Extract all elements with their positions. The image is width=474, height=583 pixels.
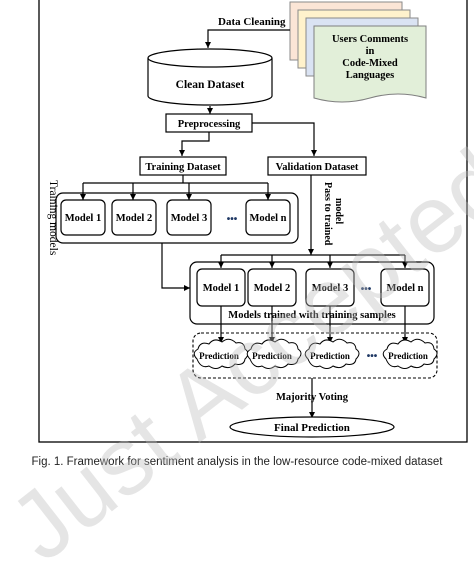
clean-dataset-label: Clean Dataset: [176, 79, 245, 91]
train-ellipsis: •••: [227, 214, 238, 225]
outer-frame: [38, 0, 468, 443]
train-model-n-box: [245, 199, 291, 236]
figure-caption: Fig. 1. Framework for sentiment analysis…: [31, 456, 443, 468]
prediction-2-label: Prediction: [252, 351, 292, 361]
prediction-ellipsis: •••: [367, 351, 378, 362]
validation-dataset-label: Validation Dataset: [276, 162, 359, 173]
prediction-3-label: Prediction: [310, 351, 350, 361]
train-model-n-label: Model n: [249, 213, 286, 224]
users-comments-line-3: Code-Mixed: [342, 58, 398, 69]
preprocessing-to-training-arrow: [179, 132, 210, 156]
trained-ellipsis: •••: [361, 284, 372, 295]
final-prediction-ellipse: [229, 416, 395, 438]
trained-model-2-label: Model 2: [254, 283, 290, 294]
users-comments-note: [313, 25, 427, 103]
trained-models-group: [189, 261, 435, 325]
prediction-clouds: [193, 338, 438, 369]
training-distribution-bracket: [80, 175, 271, 200]
training-dataset-label: Training Dataset: [145, 162, 221, 173]
users-comments-line-1: Users Comments: [332, 34, 408, 45]
pass-to-trained-line-2: model: [333, 198, 344, 224]
framework-diagram: Users Comments in Code-Mixed Languages D…: [38, 0, 468, 443]
pass-to-trained-line-1: Pass to trained: [322, 182, 333, 246]
prediction-1-label: Prediction: [199, 351, 239, 361]
train-model-3-box: [166, 199, 212, 236]
training-models-label: Training models: [47, 180, 59, 256]
trained-model-3-label: Model 3: [312, 283, 348, 294]
train-model-3-label: Model 3: [171, 213, 207, 224]
final-prediction-label: Final Prediction: [274, 422, 350, 434]
data-cleaning-label: Data Cleaning: [218, 16, 286, 28]
preprocessing-to-validation-arrow: [252, 122, 317, 156]
training-models-group: [55, 192, 299, 244]
validation-dataset-box: [267, 156, 367, 176]
train-model-2-box: [111, 199, 157, 236]
data-cleaning-arrow: [205, 29, 290, 48]
prediction-cloud-3: [304, 338, 360, 369]
users-comments-line-4: Languages: [346, 70, 394, 81]
users-comments-line-2: in: [366, 46, 375, 57]
models-trained-label: Models trained with training samples: [228, 310, 395, 321]
prediction-cloud-2: [246, 338, 302, 369]
users-comments-stack: Users Comments in Code-Mixed Languages: [289, 1, 427, 103]
prediction-4-label: Prediction: [388, 351, 428, 361]
prediction-cloud-1: [193, 338, 249, 369]
trained-model-n-label: Model n: [386, 283, 423, 294]
predictions-group: [192, 332, 438, 379]
trained-models-arrow: [161, 243, 190, 291]
preprocessing-label: Preprocessing: [178, 119, 241, 130]
clean-dataset-cylinder: Clean Dataset: [147, 48, 273, 106]
prediction-cloud-4: [382, 338, 438, 369]
train-model-2-label: Model 2: [116, 213, 152, 224]
majority-voting-label: Majority Voting: [276, 392, 349, 403]
train-model-1-box: [60, 199, 106, 236]
trained-model-1-label: Model 1: [203, 283, 239, 294]
train-model-1-label: Model 1: [65, 213, 101, 224]
